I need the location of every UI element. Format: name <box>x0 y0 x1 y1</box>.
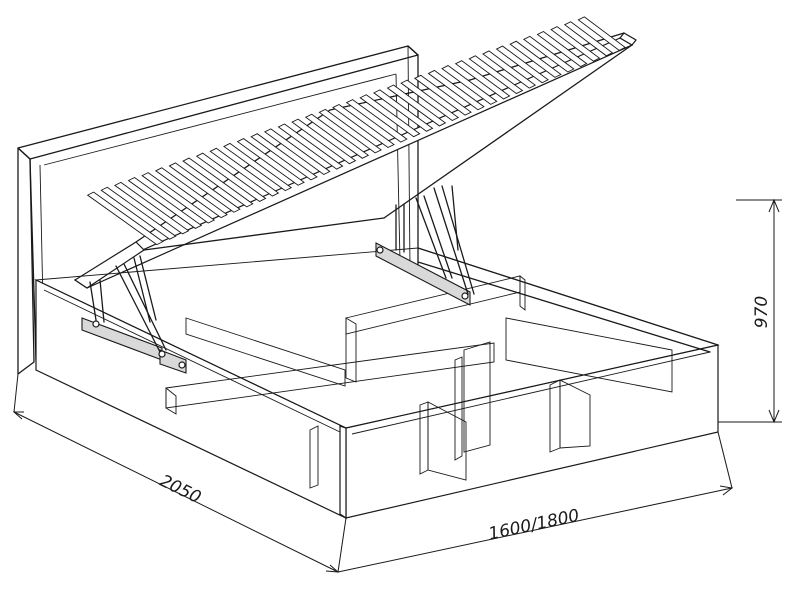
slat <box>468 55 524 95</box>
slat <box>100 186 177 240</box>
slat <box>427 69 485 111</box>
slat <box>168 162 241 213</box>
slat <box>127 177 203 229</box>
slat <box>209 147 280 197</box>
slat <box>154 167 228 219</box>
slat <box>263 128 331 175</box>
slat <box>400 79 460 122</box>
slat <box>182 157 254 208</box>
slat <box>332 103 395 149</box>
slat <box>114 181 190 235</box>
slat <box>291 118 357 165</box>
slat <box>454 60 511 100</box>
slat <box>195 152 267 202</box>
height-dimension: 970 <box>718 198 782 424</box>
height-label: 970 <box>752 296 772 328</box>
slat <box>522 35 575 73</box>
width-label: 1600/1800 <box>487 506 581 545</box>
slat <box>536 30 588 68</box>
slat <box>563 21 614 57</box>
slat <box>86 191 164 246</box>
bed-base <box>34 247 720 520</box>
slat <box>386 84 447 127</box>
slat <box>277 123 344 170</box>
slat <box>304 113 370 159</box>
slat <box>441 65 498 105</box>
slat <box>482 50 537 89</box>
lift-frame <box>73 16 637 289</box>
slat <box>577 16 627 51</box>
lift-mechanism-right <box>375 185 475 306</box>
slat <box>373 89 434 132</box>
slat <box>141 172 216 224</box>
slat <box>236 138 305 186</box>
slat <box>250 133 318 181</box>
slat <box>550 26 601 62</box>
length-label: 2050 <box>156 471 204 508</box>
slat <box>359 94 421 138</box>
slat <box>345 99 408 143</box>
slat <box>413 74 472 116</box>
slat <box>223 142 293 192</box>
lift-mechanism-left <box>81 255 187 374</box>
slat <box>495 45 549 84</box>
slat <box>318 108 383 154</box>
slat <box>509 40 562 78</box>
